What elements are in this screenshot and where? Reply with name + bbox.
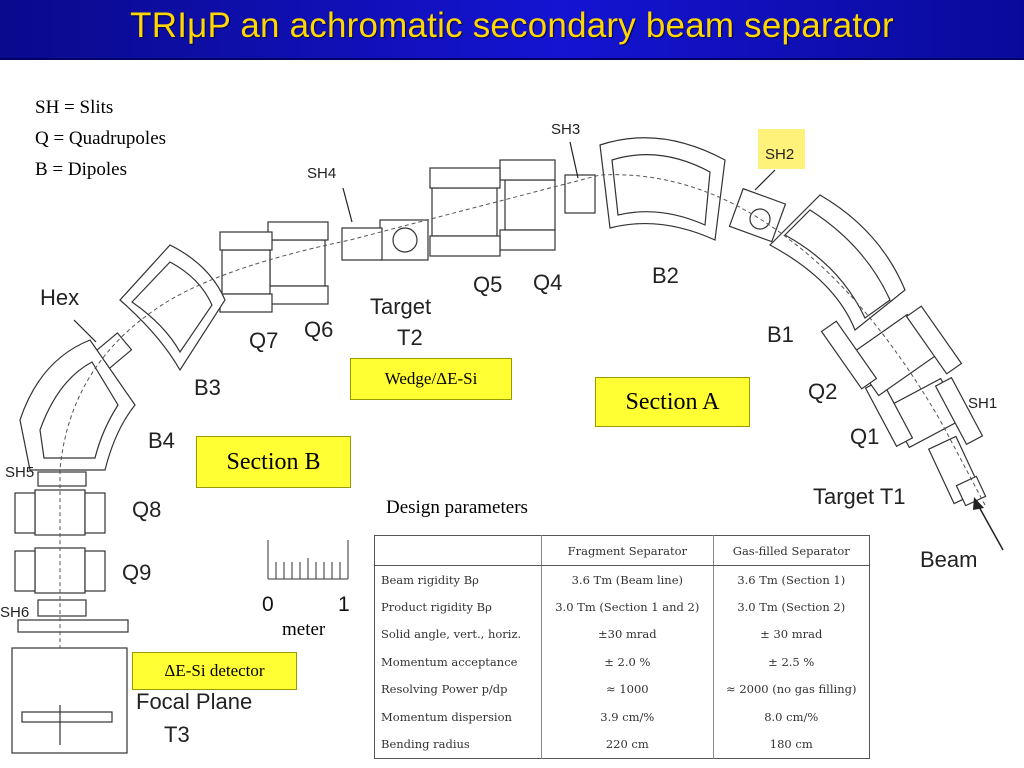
dipole-b1 <box>769 194 906 331</box>
sh2-chamber <box>728 187 787 243</box>
table-cell: 3.9 cm/% <box>541 702 714 731</box>
table-cell: Momentum acceptance <box>381 654 518 669</box>
label-target-t2: Target <box>370 294 432 319</box>
table-cell: 3.0 Tm (Section 1 and 2) <box>541 593 714 621</box>
label-b1: B1 <box>767 322 794 347</box>
table-cell: ± 30 mrad <box>712 620 870 649</box>
table-cell: 8.0 cm/% <box>712 702 870 731</box>
label-q9: Q9 <box>122 560 152 585</box>
label-q5: Q5 <box>473 272 503 297</box>
quadrupole-q5 <box>429 167 501 257</box>
table-cell: ± 2.5 % <box>712 648 870 676</box>
legend-dipoles: B = Dipoles <box>35 159 127 180</box>
scale-bar <box>267 540 349 580</box>
table-row: Product rigidity Bρ 3.0 Tm (Section 1 an… <box>375 593 870 621</box>
beam-arrow <box>973 497 984 510</box>
label-q7: Q7 <box>249 328 279 353</box>
target-t1-chamber <box>927 435 987 507</box>
table-cell: ± 2.0 % <box>541 648 714 676</box>
table-cell: Solid angle, vert., horiz. <box>381 627 522 642</box>
label-q2: Q2 <box>808 379 838 404</box>
table-row: Momentum acceptance ± 2.0 % ± 2.5 % <box>375 648 870 676</box>
table-row: Momentum dispersion 3.9 cm/% 8.0 cm/% <box>375 702 870 731</box>
slide-title: TRIμP an achromatic secondary beam separ… <box>130 6 894 45</box>
table-cell: ≈ 2000 (no gas filling) <box>712 675 870 703</box>
quadrupole-q7 <box>219 231 273 313</box>
legend-slits: SH = Slits <box>35 97 114 118</box>
label-b3: B3 <box>194 375 221 400</box>
label-b4: B4 <box>148 428 175 453</box>
legend: SH = Slits Q = Quadrupoles B = Dipoles <box>35 92 166 185</box>
table-cell: 180 cm <box>712 730 870 759</box>
scale-one: 1 <box>338 593 350 616</box>
label-q1: Q1 <box>850 424 880 449</box>
label-target-t2-id: T2 <box>397 325 423 350</box>
label-sh4: SH4 <box>307 165 337 182</box>
quadrupole-q4 <box>499 159 556 251</box>
table-cell: 3.6 Tm (Section 1) <box>712 565 870 594</box>
design-parameters-table: Fragment Separator Gas-filled Separator … <box>374 535 870 759</box>
label-sh5: SH5 <box>5 464 35 481</box>
table-cell: ≈ 1000 <box>541 675 714 703</box>
label-sh1: SH1 <box>968 395 998 412</box>
dipole-b2 <box>599 137 726 241</box>
table-cell: 3.6 Tm (Beam line) <box>541 565 714 594</box>
label-sh2: SH2 <box>765 146 795 163</box>
sh3-slit <box>564 174 596 214</box>
table-cell: Bending radius <box>381 737 470 752</box>
focal-plane-chamber <box>11 647 128 754</box>
detector-box: ΔE-Si detector <box>132 652 297 690</box>
table-cell: Momentum dispersion <box>381 709 512 724</box>
quadrupole-q6 <box>267 221 329 305</box>
label-q8: Q8 <box>132 497 162 522</box>
dipole-b3 <box>119 244 226 372</box>
label-q6: Q6 <box>304 317 334 342</box>
table-header: Gas-filled Separator <box>712 535 870 566</box>
table-cell: ±30 mrad <box>541 620 714 649</box>
table-row: Bending radius 220 cm 180 cm <box>375 730 870 759</box>
table-cell: Beam rigidity Bρ <box>381 572 479 587</box>
design-parameters-title: Design parameters <box>386 497 528 518</box>
wedge-box: Wedge/ΔE-Si <box>350 358 512 400</box>
table-header-row: Fragment Separator Gas-filled Separator <box>374 535 870 566</box>
table-cell: 3.0 Tm (Section 2) <box>712 593 870 621</box>
sh6-slit <box>37 599 87 617</box>
section-b-box: Section B <box>196 436 351 488</box>
label-focal-plane-t3: T3 <box>164 722 190 747</box>
label-hex: Hex <box>40 285 80 310</box>
quadrupole-q8 <box>14 489 106 536</box>
separator-drawing <box>11 137 1004 754</box>
table-row: Beam rigidity Bρ 3.6 Tm (Beam line) 3.6 … <box>375 565 870 594</box>
dipole-b4 <box>19 339 136 471</box>
table-row: Resolving Power p/dp ≈ 1000 ≈ 2000 (no g… <box>375 675 870 703</box>
label-sh3: SH3 <box>551 121 581 138</box>
sh5-slit <box>37 471 87 487</box>
label-focal-plane: Focal Plane <box>136 689 253 714</box>
scale-unit: meter <box>282 619 326 640</box>
sh2-highlight <box>758 129 805 169</box>
target-t2-chamber <box>341 219 429 261</box>
label-b2: B2 <box>652 263 679 288</box>
quadrupole-q2 <box>820 305 963 397</box>
table-header <box>374 535 542 566</box>
legend-quadrupoles: Q = Quadrupoles <box>35 128 167 149</box>
label-target-t1: Target T1 <box>813 484 906 509</box>
table-cell: Product rigidity Bρ <box>381 600 492 615</box>
label-beam: Beam <box>920 547 978 572</box>
label-q4: Q4 <box>533 270 563 295</box>
table-header: Fragment Separator <box>541 535 714 566</box>
label-sh6: SH6 <box>0 604 30 621</box>
table-row: Solid angle, vert., horiz. ±30 mrad ± 30… <box>375 620 870 649</box>
title-bar: TRIμP an achromatic secondary beam separ… <box>0 0 1024 60</box>
section-a-box: Section A <box>595 377 750 427</box>
table-cell: 220 cm <box>541 730 714 759</box>
table-cell: Resolving Power p/dp <box>381 682 508 697</box>
scale-zero: 0 <box>262 593 274 616</box>
